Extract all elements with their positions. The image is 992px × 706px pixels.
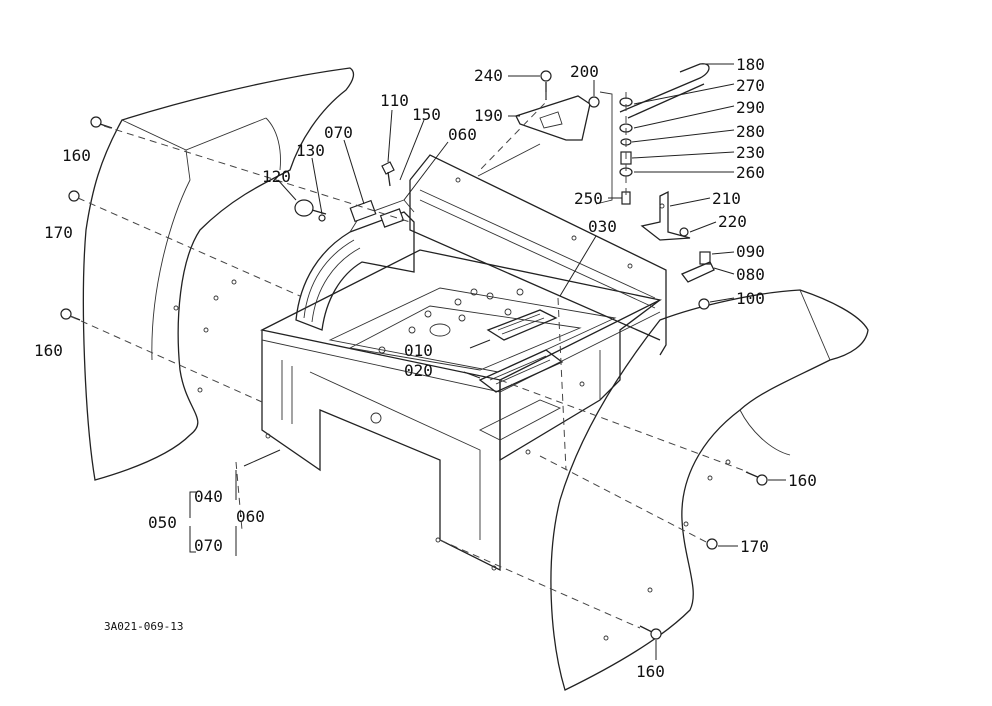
callout-080: 080 <box>736 265 765 284</box>
callout-250: 250 <box>574 189 603 208</box>
callout-060-upper: 060 <box>448 125 477 144</box>
callout-220: 220 <box>718 212 747 231</box>
callout-170-right: 170 <box>740 537 769 556</box>
callout-280: 280 <box>736 122 765 141</box>
nut-170-left <box>68 190 80 202</box>
callout-210: 210 <box>712 189 741 208</box>
callout-160-upper-left: 160 <box>62 146 91 165</box>
bolt-160-bottom <box>639 625 662 640</box>
pedal-pad-020 <box>478 349 564 393</box>
nut-170-right <box>706 538 718 550</box>
link-080 <box>680 261 715 283</box>
bracket-210 <box>640 190 691 241</box>
callout-290: 290 <box>736 98 765 117</box>
left-fender <box>82 67 355 481</box>
right-fender <box>550 289 869 691</box>
callout-260: 260 <box>736 163 765 182</box>
nut-100 <box>698 298 710 310</box>
callout-090: 090 <box>736 242 765 261</box>
callout-130: 130 <box>296 141 325 160</box>
step-frame <box>260 249 662 572</box>
callout-190: 190 <box>474 106 503 125</box>
callout-270: 270 <box>736 76 765 95</box>
callout-100: 100 <box>736 289 765 308</box>
plate-190 <box>515 95 591 141</box>
lever-guide <box>295 199 415 331</box>
callout-160-right: 160 <box>788 471 817 490</box>
bolt-200 <box>588 96 600 108</box>
callout-180: 180 <box>736 55 765 74</box>
knob-120 <box>294 199 327 217</box>
callout-150: 150 <box>412 105 441 124</box>
callout-030: 030 <box>588 217 617 236</box>
callout-110: 110 <box>380 91 409 110</box>
nut-240 <box>540 70 552 100</box>
leader-lines <box>189 63 786 660</box>
callout-040: 040 <box>194 487 223 506</box>
bolt-130 <box>318 214 326 222</box>
callout-170-left: 170 <box>44 223 73 242</box>
bolt-160-lower-left <box>60 308 81 321</box>
bolt-220 <box>679 227 689 237</box>
callout-060-lower: 060 <box>236 507 265 526</box>
drawing-code: 3A021-069-13 <box>104 620 183 633</box>
callout-010: 010 <box>404 341 433 360</box>
pedal-pad-010 <box>486 309 558 341</box>
callout-050: 050 <box>148 513 177 532</box>
callout-labels: 180 270 290 280 230 260 250 210 220 240 … <box>34 55 817 681</box>
bolt-160-right <box>745 471 768 486</box>
callout-070-lower: 070 <box>194 536 223 555</box>
callout-070-upper: 070 <box>324 123 353 142</box>
rod-180 <box>619 63 710 119</box>
callout-240: 240 <box>474 66 503 85</box>
callout-200: 200 <box>570 62 599 81</box>
callout-230: 230 <box>736 143 765 162</box>
bolt-160-upper-left <box>90 116 113 129</box>
callout-020: 020 <box>404 361 433 380</box>
callout-160-lower-left: 160 <box>34 341 63 360</box>
callout-160-bottom: 160 <box>636 662 665 681</box>
rear-bracket <box>409 143 667 356</box>
bolt-110 <box>381 161 395 187</box>
callout-120: 120 <box>262 167 291 186</box>
